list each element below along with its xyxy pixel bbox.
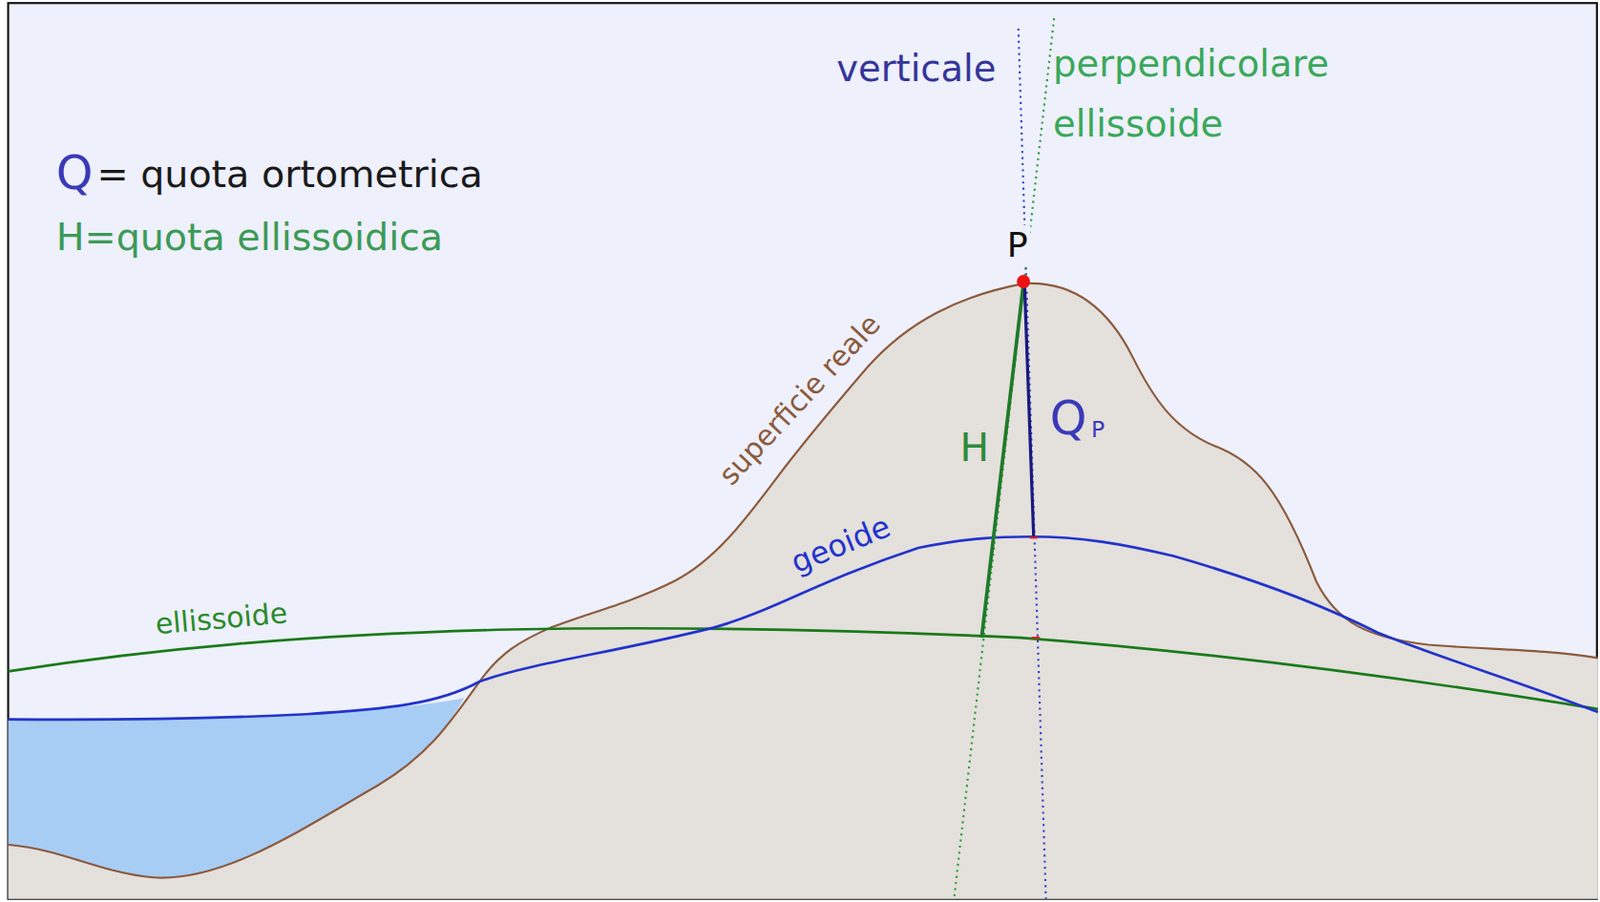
ground (8, 283, 1599, 900)
vertical-line (1018, 28, 1047, 900)
legend-text: = quota ortometrica (97, 153, 484, 197)
legend-text: H=quota ellissoidica (56, 215, 443, 259)
height-label: H (960, 426, 990, 472)
height-label: Q (1050, 391, 1088, 446)
axis-label: verticale (836, 46, 996, 89)
ellipsoid-tick (1031, 636, 1041, 639)
orthometric-height (1024, 283, 1034, 538)
subscript-label: P (1091, 416, 1105, 443)
geoid-tick (1029, 536, 1038, 539)
ellipsoid-normal (953, 18, 1054, 899)
axis-label: perpendicolare ellissoide (1052, 33, 1390, 155)
legend-symbol: Q (56, 146, 94, 201)
ellipsoid-line (8, 628, 1599, 710)
point-label: P (1005, 225, 1031, 266)
terrain-line (8, 283, 1599, 879)
point-p (1016, 274, 1031, 289)
